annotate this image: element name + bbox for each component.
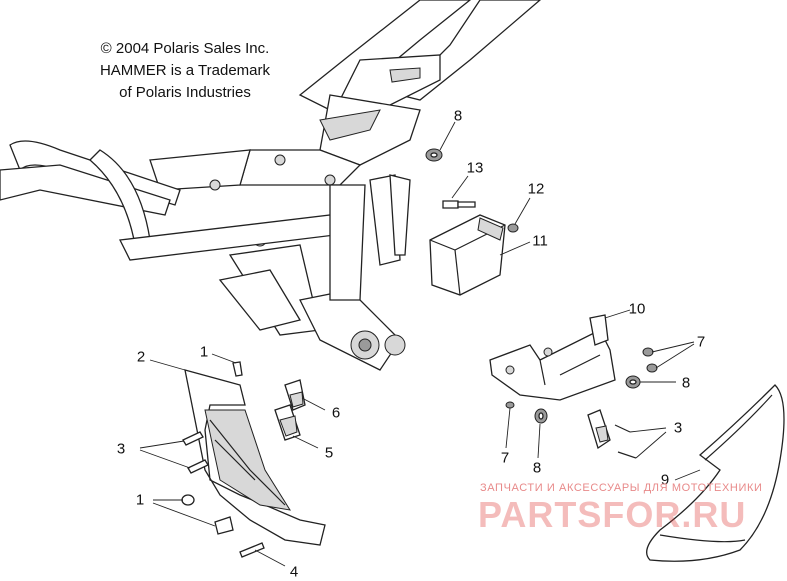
nut-7-right	[642, 341, 695, 373]
callout-label: 12	[527, 180, 545, 198]
callout-label: 8	[453, 107, 463, 125]
callout-label: 9	[660, 471, 670, 489]
clip-3-right	[587, 409, 667, 459]
panel-2	[149, 359, 326, 546]
bracket-10	[489, 309, 631, 401]
callout-label: 4	[289, 563, 299, 581]
nut-7-lower	[505, 401, 515, 449]
callout-label: 7	[696, 333, 706, 351]
copyright-line: © 2004 Polaris Sales Inc.	[100, 40, 270, 57]
ecu-module-11	[429, 214, 531, 296]
washer-8-lower	[534, 408, 548, 459]
callout-label: 8	[681, 374, 691, 392]
watermark-subtitle: ЗАПЧАСТИ И АКСЕССУАРЫ ДЛЯ МОТОТЕХНИКИ	[480, 482, 763, 494]
screw-3-left	[139, 431, 209, 474]
callout-label: 1	[199, 343, 209, 361]
pin-1-upper	[211, 353, 243, 377]
callout-label: 2	[136, 348, 146, 366]
side-cover-9	[646, 384, 785, 562]
callout-label: 1	[135, 491, 145, 509]
callout-label: 11	[532, 232, 548, 250]
washer-8-upper	[425, 121, 456, 162]
pin-1-lower	[152, 494, 234, 535]
clip-6	[284, 379, 326, 411]
watermark-logo: PARTSFOR.RU	[478, 494, 747, 535]
callout-label: 5	[324, 444, 334, 462]
frame-rear-loop	[0, 140, 336, 247]
copyright-notice: © 2004 Polaris Sales Inc. HAMMER is a Tr…	[80, 38, 290, 104]
nut-12	[507, 197, 531, 233]
callout-label: 10	[628, 300, 646, 318]
callout-label: 7	[500, 449, 510, 467]
frame-down-tubes	[329, 174, 411, 301]
rivet-4	[239, 542, 286, 567]
trademark-line: HAMMER is a Trademark	[99, 62, 271, 79]
frame-lower-rail	[119, 214, 406, 371]
washer-8-right	[625, 375, 676, 389]
frame-upper-tubes	[298, 0, 541, 111]
callout-label: 6	[331, 404, 341, 422]
bolt-13	[442, 175, 476, 209]
callout-label: 3	[116, 440, 126, 458]
callout-label: 3	[673, 419, 683, 437]
clip-5	[274, 404, 319, 449]
frame-spine	[149, 94, 421, 191]
trademark-owner-line: of Polaris Industries	[119, 84, 251, 101]
callout-label: 8	[532, 459, 542, 477]
callout-label: 13	[466, 159, 484, 177]
